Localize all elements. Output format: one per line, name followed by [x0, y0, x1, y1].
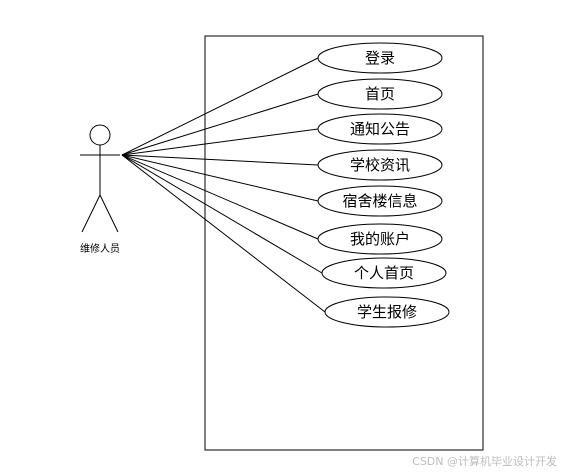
actor-figure — [80, 124, 120, 233]
watermark: CSDN @计算机毕业设计开发 — [412, 455, 557, 468]
association-line — [121, 93, 319, 156]
use-case-label: 宿舍楼信息 — [342, 192, 417, 210]
use-case-label: 我的账户 — [350, 230, 410, 248]
use-case-label: 登录 — [365, 49, 395, 67]
actor-right-leg — [99, 194, 119, 233]
use-case-ellipse — [317, 185, 443, 217]
use-case-label: 个人首页 — [354, 264, 414, 282]
use-case-label: 首页 — [365, 85, 395, 103]
actor-left-leg — [81, 194, 101, 233]
use-case-label: 学生报修 — [357, 303, 417, 321]
use-case-ellipse — [324, 296, 450, 328]
association-line — [121, 154, 319, 166]
use-case-label: 通知公告 — [350, 120, 410, 138]
use-case-ellipse — [317, 78, 443, 110]
use-case-label: 学校资讯 — [350, 156, 410, 174]
association-line — [121, 128, 319, 156]
use-case-ellipse — [317, 42, 443, 74]
use-case-ellipse — [317, 223, 443, 255]
association-line — [121, 154, 326, 313]
association-line — [121, 154, 323, 274]
actor-label: 维修人员 — [80, 242, 120, 255]
association-line — [121, 57, 319, 156]
use-case-ellipse — [317, 149, 443, 181]
association-line — [121, 154, 319, 240]
association-lines — [121, 57, 326, 313]
association-line — [121, 154, 319, 202]
actor-head — [89, 124, 111, 146]
use-case-ellipse — [321, 257, 447, 289]
use-case-ellipse — [317, 113, 443, 145]
